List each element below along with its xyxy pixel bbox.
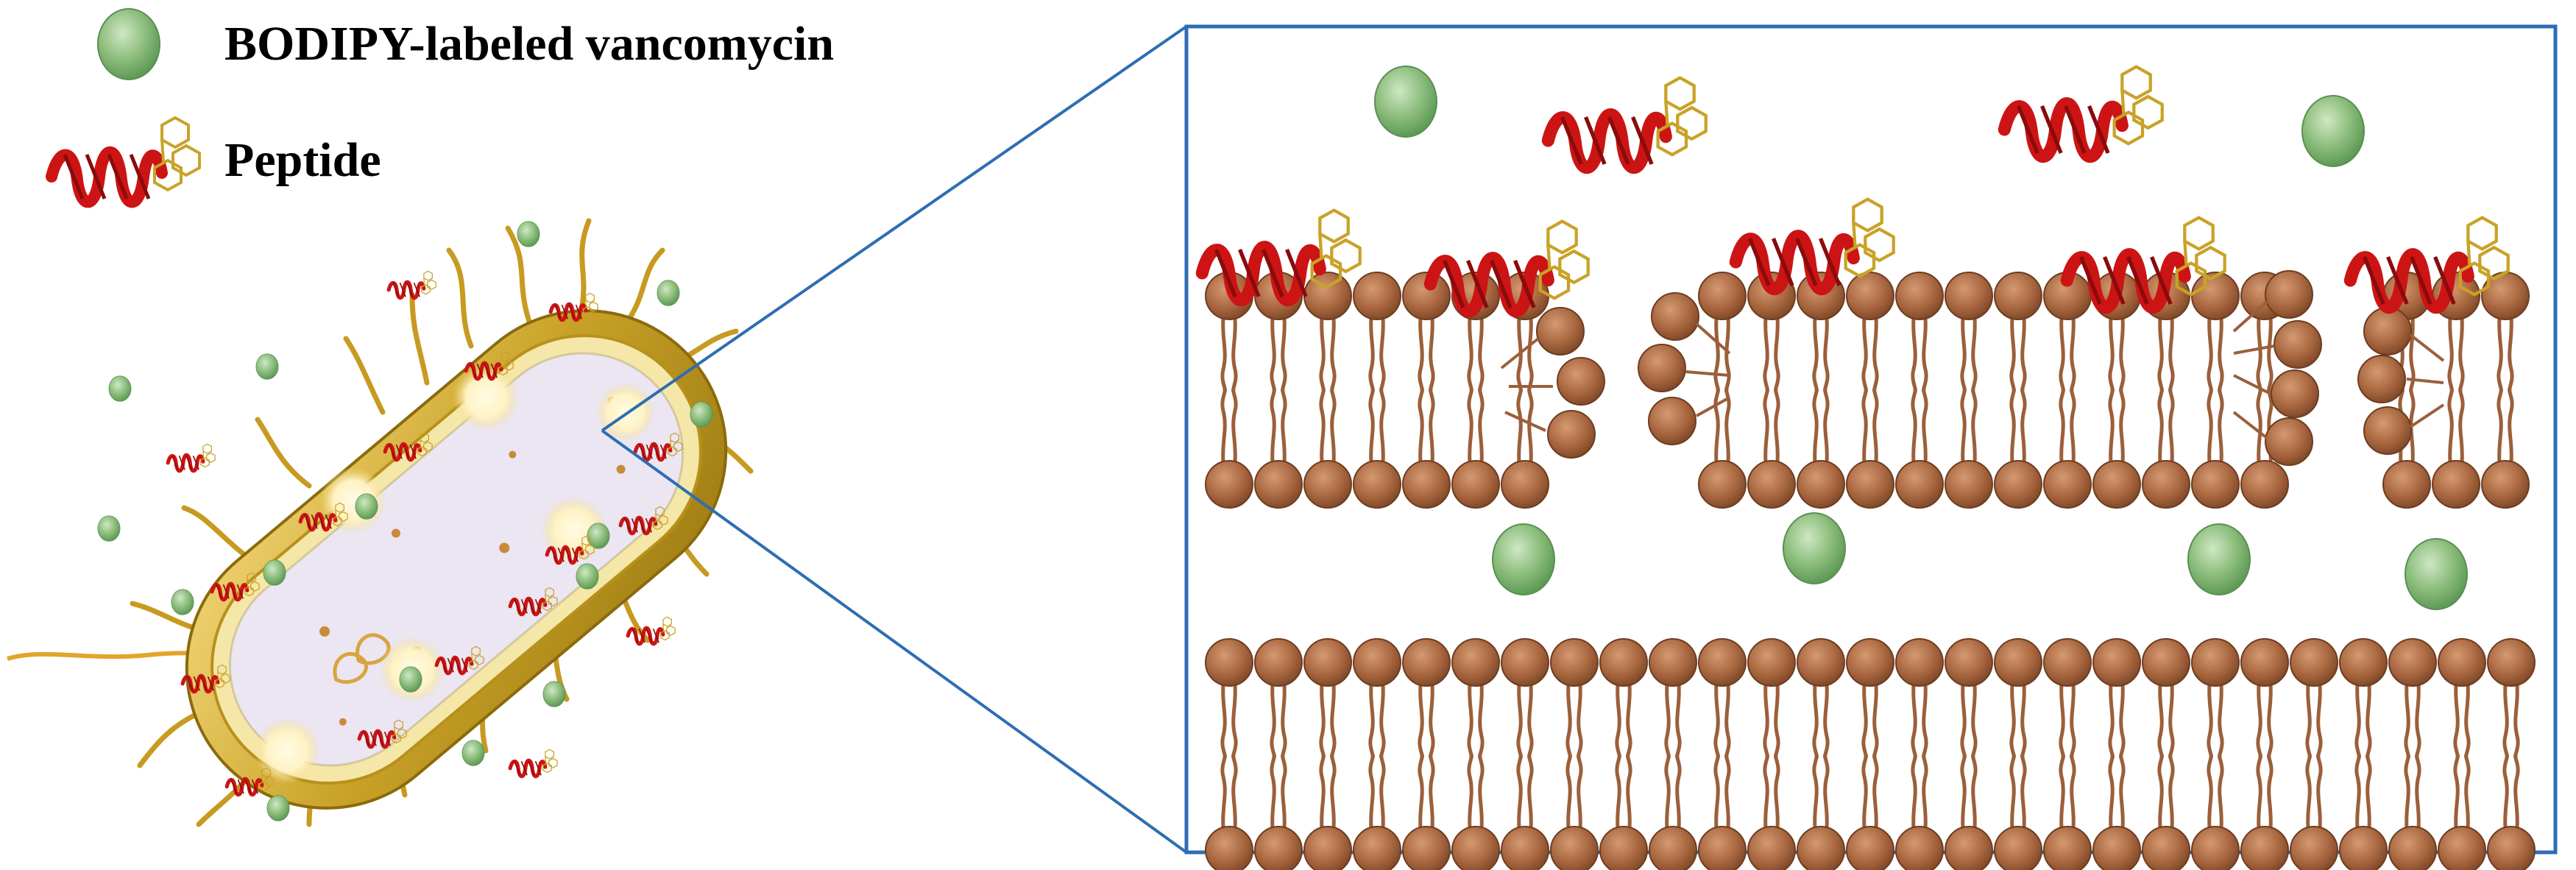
zoom-connector <box>601 25 1188 854</box>
legend-peptide-label: Peptide <box>224 133 381 187</box>
bacterium-icon <box>7 218 754 827</box>
damaged-lipid-bilayer <box>1206 270 2529 508</box>
legend-vancomycin-icon <box>97 8 160 80</box>
legend-vancomycin-label: BODIPY-labeled vancomycin <box>224 17 835 71</box>
legend-peptide-icon <box>52 118 199 202</box>
